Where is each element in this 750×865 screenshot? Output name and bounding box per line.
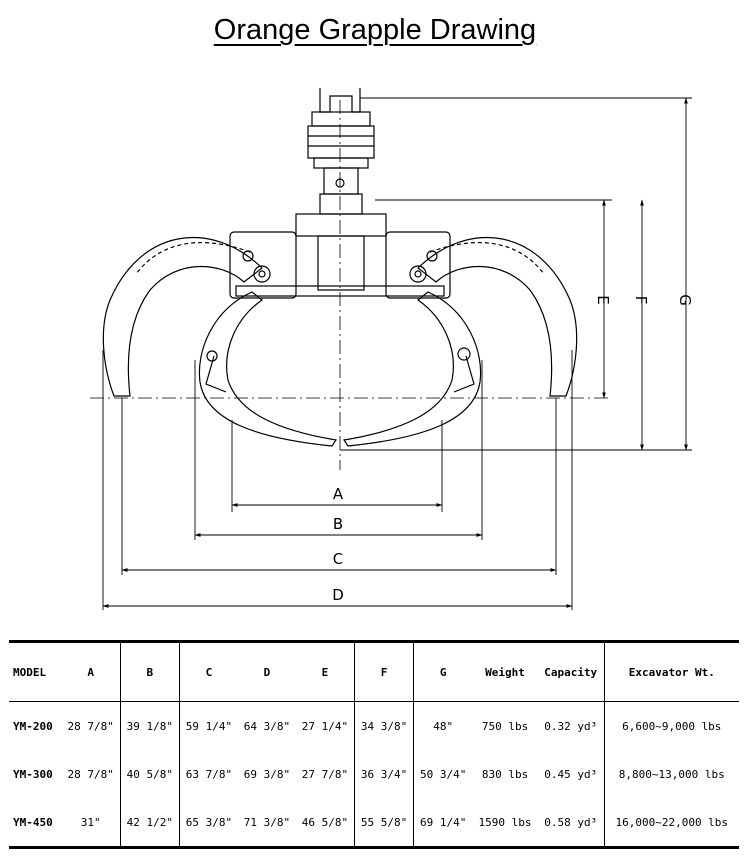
cell-capacity: 0.45 yd³ xyxy=(544,767,598,781)
cell-e: 46 5/8" xyxy=(295,798,355,849)
dim-label-b: B xyxy=(333,515,343,533)
cell-c: 65 3/8" xyxy=(178,798,238,849)
header-model: MODEL xyxy=(9,640,62,702)
cell-g: 50 3/4" xyxy=(413,750,473,798)
cell-weight: 1590 lbs xyxy=(472,798,538,849)
cell-model: YM-300 xyxy=(13,767,53,781)
dim-label-g: G xyxy=(676,294,694,306)
table-row: YM-450 31" 42 1/2" 65 3/8" 71 3/8" 46 5/… xyxy=(9,798,739,849)
cell-b: 39 1/8" xyxy=(119,701,180,750)
cell-g: 69 1/4" xyxy=(413,798,473,849)
cell-c: 63 7/8" xyxy=(178,750,238,798)
cell-capacity: 0.58 yd³ xyxy=(537,798,605,849)
cell-c: 59 1/4" xyxy=(178,701,238,750)
cell-f: 34 3/8" xyxy=(354,701,414,750)
cell-excavator-wt: 6,600~9,000 lbs xyxy=(603,701,739,750)
header-c: C xyxy=(178,640,238,702)
header-a: A xyxy=(61,640,121,702)
header-f: F xyxy=(354,640,414,702)
table-row: YM-300 28 7/8" 40 5/8" 63 7/8" 69 3/8" 2… xyxy=(9,750,739,798)
cell-d: 64 3/8" xyxy=(243,719,291,733)
dim-label-d: D xyxy=(332,586,344,604)
dim-label-f: F xyxy=(632,296,650,305)
spec-header-row: MODEL A B C D E F G Weight Capacity Exca… xyxy=(9,640,739,702)
center-lines xyxy=(90,100,612,470)
dimension-lines xyxy=(102,97,692,610)
cell-a: 28 7/8" xyxy=(67,719,114,733)
header-e: E xyxy=(295,640,355,702)
cell-model: YM-450 xyxy=(9,798,62,849)
cell-capacity: 0.32 yd³ xyxy=(544,719,598,733)
header-capacity: Capacity xyxy=(537,640,605,702)
cell-f: 36 3/4" xyxy=(354,750,414,798)
header-b: B xyxy=(119,640,180,702)
cell-e: 27 7/8" xyxy=(301,767,349,781)
cell-model: YM-200 xyxy=(13,719,53,733)
cell-d: 69 3/8" xyxy=(243,767,291,781)
cell-excavator-wt: 8,800~13,000 lbs xyxy=(603,750,739,798)
cell-d: 71 3/8" xyxy=(237,798,296,849)
grapple-drawing: A B C D E F G xyxy=(90,88,694,610)
cell-a: 31" xyxy=(61,798,121,849)
cell-g: 48" xyxy=(413,701,473,750)
spec-table: MODEL A B C D E F G Weight Capacity Exca… xyxy=(9,640,739,849)
dim-label-c: C xyxy=(333,550,343,568)
header-g: G xyxy=(413,640,473,702)
cell-e: 27 1/4" xyxy=(301,719,349,733)
cell-f: 55 5/8" xyxy=(354,798,414,849)
cell-b: 40 5/8" xyxy=(119,750,180,798)
header-weight: Weight xyxy=(472,640,538,702)
cell-excavator-wt: 16,000~22,000 lbs xyxy=(603,798,739,849)
cell-weight: 830 lbs xyxy=(481,767,529,781)
dim-label-e: E xyxy=(594,295,612,304)
drawing-title: Orange Grapple Drawing xyxy=(213,14,537,46)
cell-weight: 750 lbs xyxy=(481,719,529,733)
cell-a: 28 7/8" xyxy=(67,767,114,781)
header-excavator-wt: Excavator Wt. xyxy=(603,640,739,702)
table-row: YM-200 28 7/8" 39 1/8" 59 1/4" 64 3/8" 2… xyxy=(9,701,739,750)
header-d: D xyxy=(237,640,296,702)
dim-label-a: A xyxy=(333,485,344,503)
cell-b: 42 1/2" xyxy=(119,798,180,849)
